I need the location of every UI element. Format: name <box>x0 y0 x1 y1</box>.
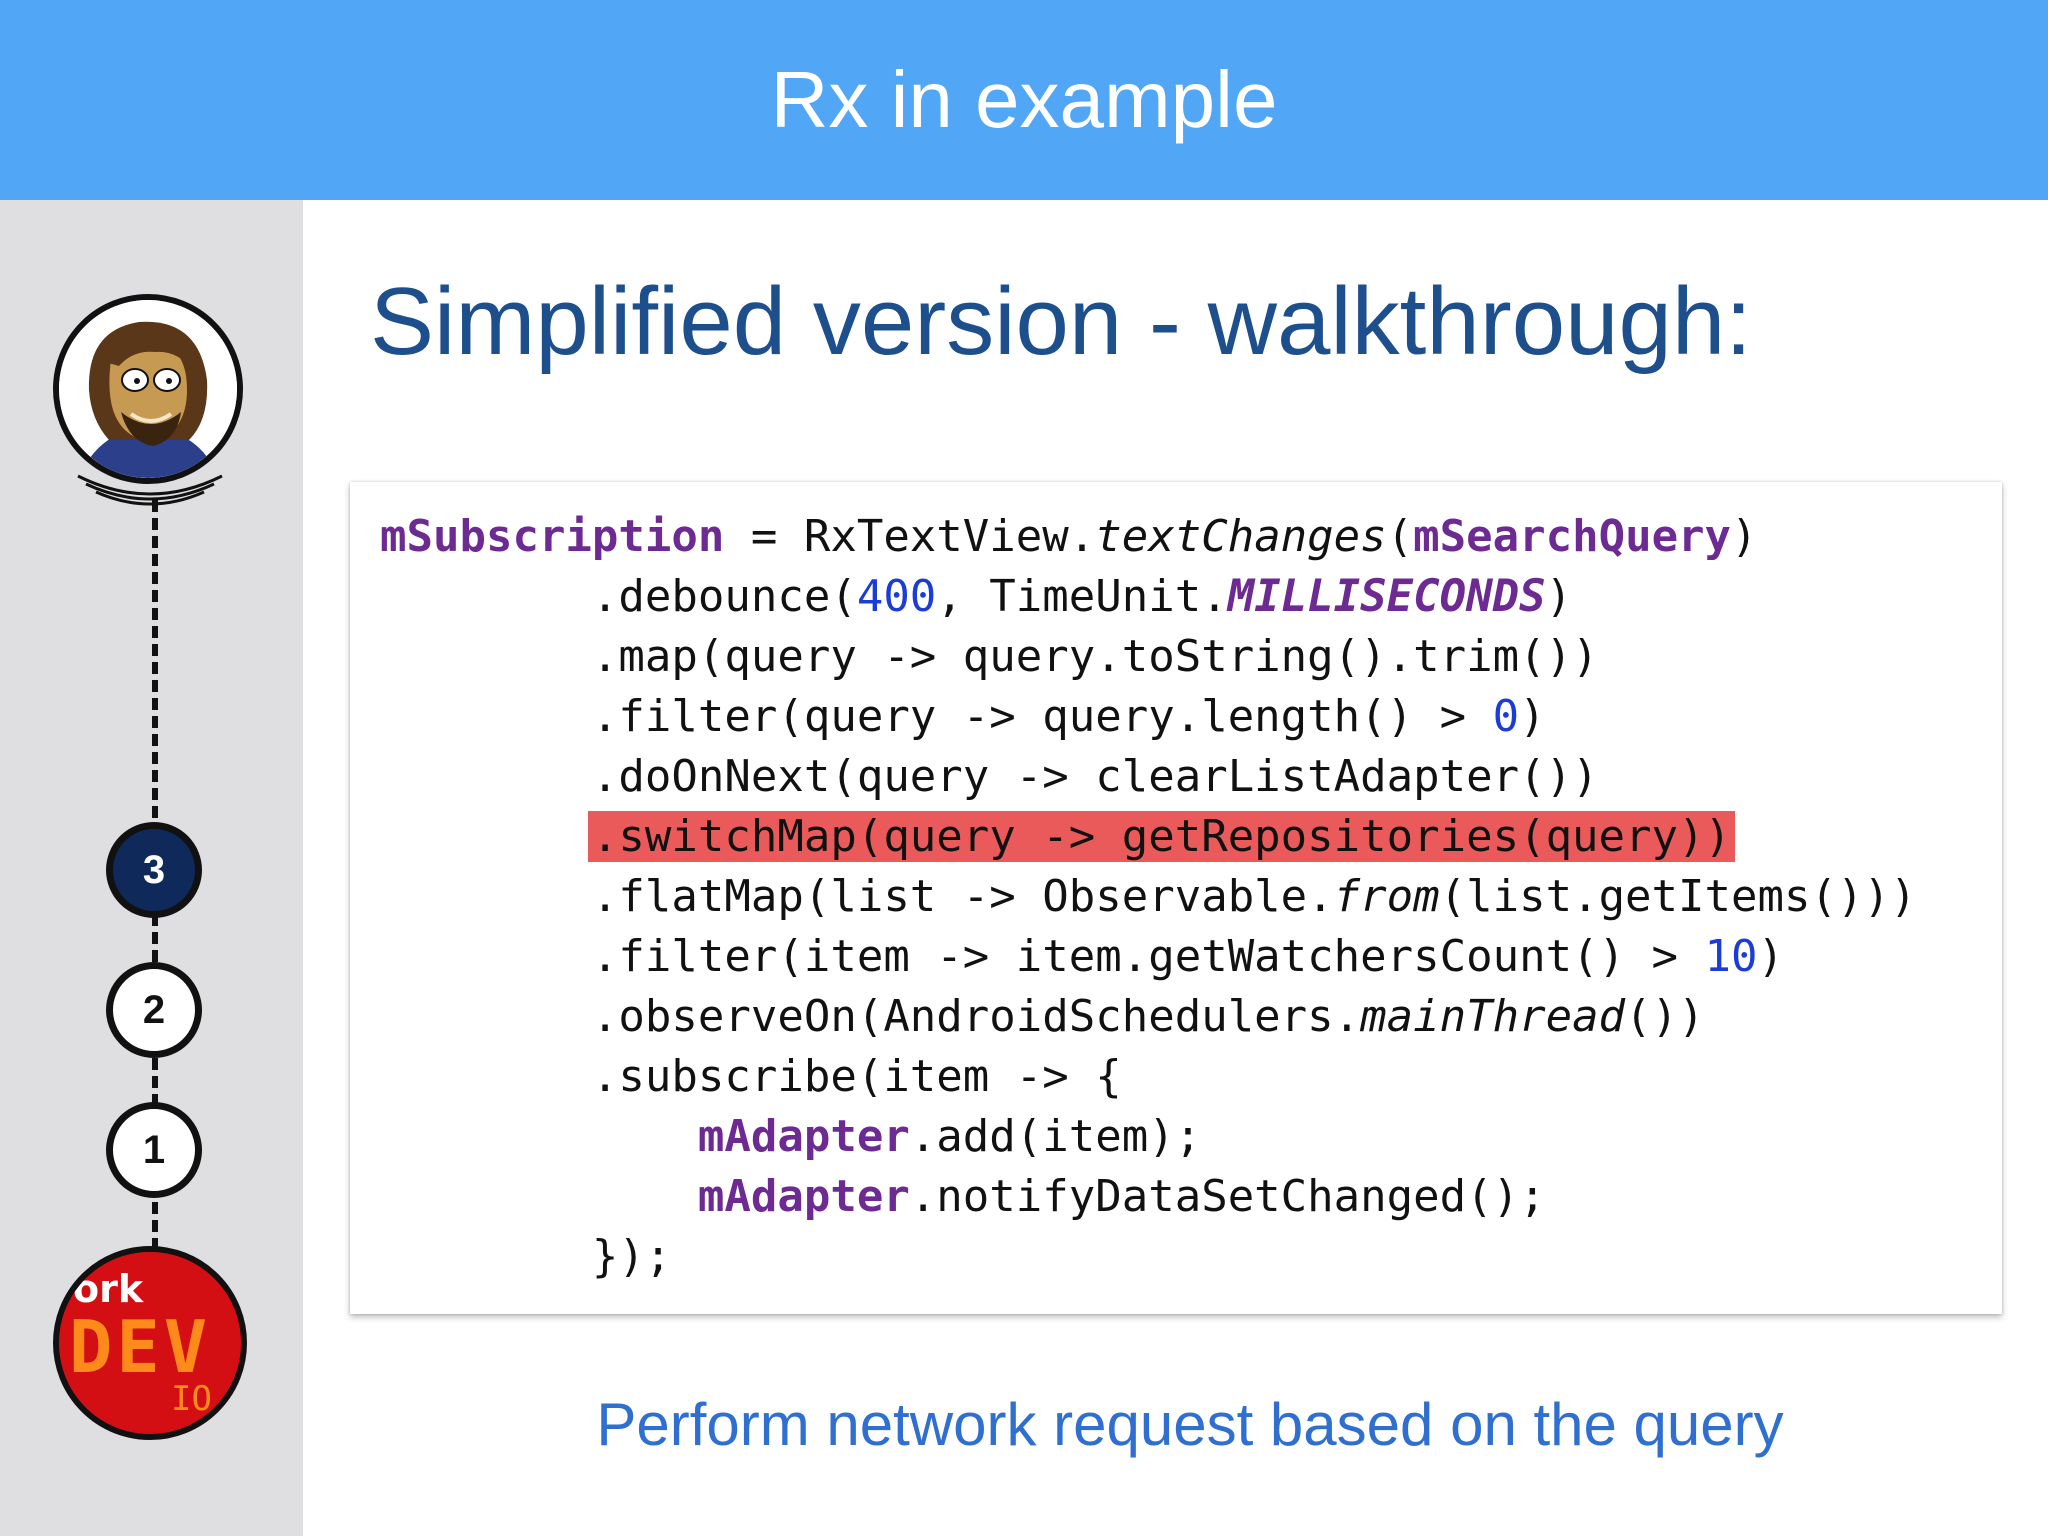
code-text: = RxTextView. <box>724 511 1096 562</box>
code-line-12: mAdapter.notifyDataSetChanged(); <box>380 1167 1546 1227</box>
logo-text-bottom: IO <box>171 1379 212 1419</box>
code-indent <box>380 1171 698 1222</box>
code-text: ) <box>1519 691 1546 742</box>
code-line-4: .filter(query -> query.length() > 0) <box>380 687 1546 747</box>
event-logo: ork DEV IO <box>53 1246 247 1440</box>
code-text: ) <box>1757 931 1785 982</box>
code-line-9: .observeOn(AndroidSchedulers.mainThread(… <box>380 987 1705 1047</box>
code-indent <box>380 631 592 682</box>
code-line-1: mSubscription = RxTextView.textChanges(m… <box>380 507 1758 567</box>
code-text: .filter(item -> item.getWatchersCount() … <box>591 931 1705 982</box>
logo-text-main: DEV <box>69 1305 211 1389</box>
code-indent <box>380 1231 592 1282</box>
code-line-3: .map(query -> query.toString().trim()) <box>380 627 1599 687</box>
step-2-indicator: 2 <box>106 962 202 1058</box>
code-line-2: .debounce(400, TimeUnit.MILLISECONDS) <box>380 567 1572 627</box>
code-text: .notifyDataSetChanged(); <box>909 1171 1546 1222</box>
code-field: mAdapter <box>697 1111 910 1162</box>
code-text: ) <box>1731 511 1758 562</box>
code-field: mSubscription <box>380 511 725 562</box>
code-indent <box>380 1111 698 1162</box>
code-indent <box>380 691 592 742</box>
code-text: .add(item); <box>909 1111 1202 1162</box>
code-line-7: .flatMap(list -> Observable.from(list.ge… <box>380 867 1917 927</box>
code-text: ( <box>1386 511 1414 562</box>
slide-title: Simplified version - walkthrough: <box>370 268 1752 375</box>
code-text: .subscribe(item -> { <box>591 1051 1122 1102</box>
code-indent <box>380 1051 592 1102</box>
code-line-6-highlighted: .switchMap(query -> getRepositories(quer… <box>380 807 1736 867</box>
code-text: , TimeUnit. <box>936 571 1228 622</box>
code-text: .flatMap(list -> Observable. <box>591 871 1334 922</box>
code-line-11: mAdapter.add(item); <box>380 1107 1201 1167</box>
code-text: .doOnNext(query -> clearListAdapter()) <box>591 751 1599 802</box>
slide-header: Rx in example <box>0 0 2048 200</box>
code-indent <box>380 931 592 982</box>
code-indent <box>380 811 592 862</box>
code-line-13: }); <box>380 1227 671 1287</box>
code-field: mSearchQuery <box>1413 511 1732 562</box>
code-line-8: .filter(item -> item.getWatchersCount() … <box>380 927 1784 987</box>
code-text: .map(query -> query.toString().trim()) <box>591 631 1599 682</box>
signal-waves-icon <box>77 474 223 506</box>
code-number: 400 <box>856 571 937 622</box>
code-text: .filter(query -> query.length() > <box>591 691 1493 742</box>
code-indent <box>380 871 592 922</box>
code-highlighted-text: .switchMap(query -> getRepositories(quer… <box>587 811 1736 862</box>
code-static-method: from <box>1333 871 1440 922</box>
code-constant: MILLISECONDS <box>1227 571 1546 622</box>
code-indent <box>380 571 592 622</box>
code-indent <box>380 751 592 802</box>
code-text: .debounce( <box>591 571 857 622</box>
code-line-10: .subscribe(item -> { <box>380 1047 1122 1107</box>
code-field: mAdapter <box>697 1171 910 1222</box>
code-text: ) <box>1545 571 1573 622</box>
code-static-method: mainThread <box>1360 991 1626 1042</box>
code-number: 0 <box>1492 691 1520 742</box>
code-text: .observeOn(AndroidSchedulers. <box>591 991 1361 1042</box>
step-3-indicator: 3 <box>106 822 202 918</box>
code-text: (list.getItems())) <box>1439 871 1917 922</box>
code-line-5: .doOnNext(query -> clearListAdapter()) <box>380 747 1599 807</box>
slide-header-title: Rx in example <box>770 55 1278 144</box>
code-number: 10 <box>1704 931 1758 982</box>
slide-caption: Perform network request based on the que… <box>596 1391 1784 1458</box>
code-indent <box>380 991 592 1042</box>
speaker-avatar <box>53 294 243 484</box>
code-text: }); <box>591 1231 672 1282</box>
step-1-indicator: 1 <box>106 1102 202 1198</box>
code-text: ()) <box>1625 991 1705 1042</box>
code-static-method: textChanges <box>1095 511 1387 562</box>
code-block: mSubscription = RxTextView.textChanges(m… <box>350 482 2002 1314</box>
